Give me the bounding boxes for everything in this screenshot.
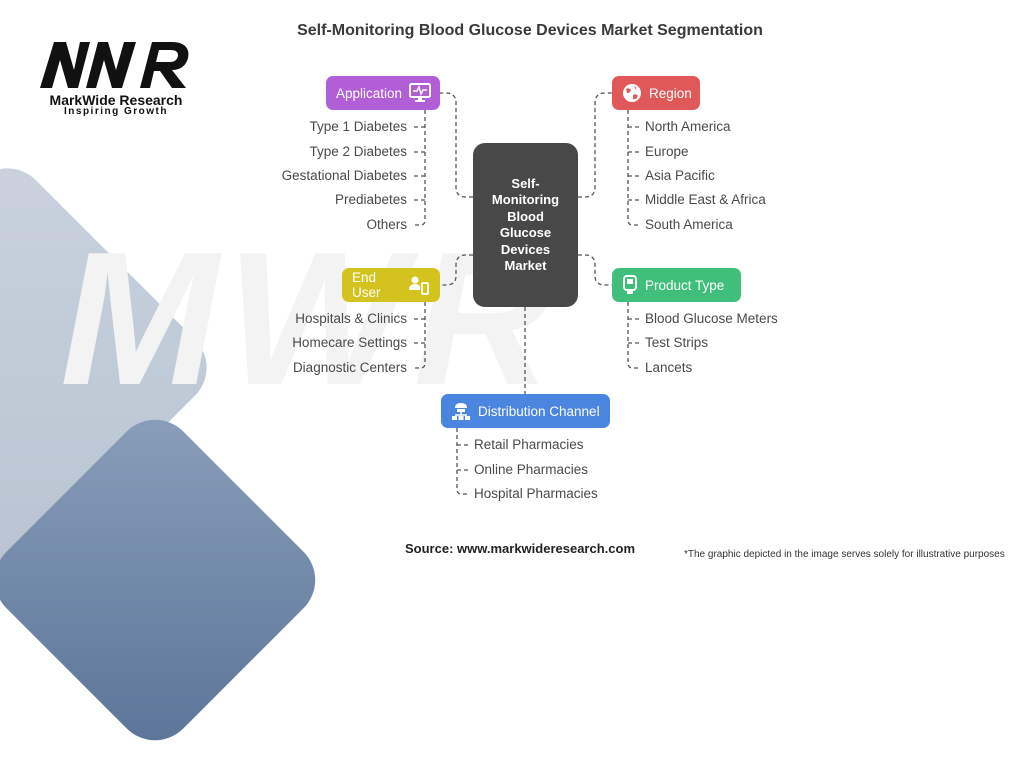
category-end-user: End User: [342, 268, 440, 302]
category-region: Region: [612, 76, 700, 110]
distribution-item: Retail Pharmacies: [474, 437, 584, 452]
product-type-item: Test Strips: [645, 335, 709, 350]
watermark: MWR: [60, 213, 559, 425]
category-label: Application: [336, 85, 403, 101]
user-device-icon: [409, 276, 429, 295]
connector-application: [440, 92, 473, 198]
connector-lines: [414, 92, 639, 495]
globe-icon: [623, 84, 641, 102]
logo-mark-icon: [40, 42, 189, 88]
category-distribution-channel: Distribution Channel: [441, 394, 610, 428]
connector-end-user: [440, 254, 473, 286]
category-product-type: Product Type: [612, 268, 741, 302]
disclaimer-text: *The graphic depicted in the image serve…: [684, 549, 1005, 560]
logo-tagline: Inspiring Growth: [64, 106, 168, 117]
category-label: Distribution Channel: [478, 403, 600, 419]
category-label: Product Type: [645, 277, 725, 293]
connector-region: [578, 92, 612, 198]
application-item: Type 2 Diabetes: [309, 144, 407, 159]
region-item: North America: [645, 119, 731, 134]
distribution-item: Online Pharmacies: [474, 462, 589, 477]
category-label: End User: [352, 270, 381, 300]
end-user-item: Homecare Settings: [292, 335, 407, 350]
category-label: Region: [649, 85, 692, 101]
page-title: Self-Monitoring Blood Glucose Devices Ma…: [297, 22, 763, 39]
network-icon: [452, 403, 470, 420]
application-item: Prediabetes: [334, 192, 407, 207]
region-item: Asia Pacific: [645, 168, 715, 183]
application-item: Gestational Diabetes: [281, 168, 407, 183]
distribution-item: Hospital Pharmacies: [474, 486, 598, 501]
hub-label: Self-Monitoring Blood Glucose Devices Ma…: [491, 175, 560, 274]
connector-product-type: [578, 254, 612, 286]
region-item: Middle East & Africa: [645, 192, 766, 207]
product-type-item: Blood Glucose Meters: [645, 311, 778, 326]
end-user-item: Diagnostic Centers: [292, 360, 407, 375]
logo-name: MarkWide Research: [49, 92, 183, 108]
source-text: Source: www.markwideresearch.com: [405, 541, 636, 556]
product-type-item: Lancets: [645, 360, 693, 375]
application-item: Others: [366, 217, 407, 232]
category-application: Application: [326, 76, 440, 110]
region-item: South America: [645, 217, 733, 232]
region-item: Europe: [645, 144, 689, 159]
application-item: Type 1 Diabetes: [309, 119, 407, 134]
monitor-pulse-icon: [409, 83, 432, 102]
hub-node: Self-Monitoring Blood Glucose Devices Ma…: [473, 143, 578, 307]
glucose-meter-icon: [623, 275, 637, 294]
end-user-item: Hospitals & Clinics: [295, 311, 407, 326]
